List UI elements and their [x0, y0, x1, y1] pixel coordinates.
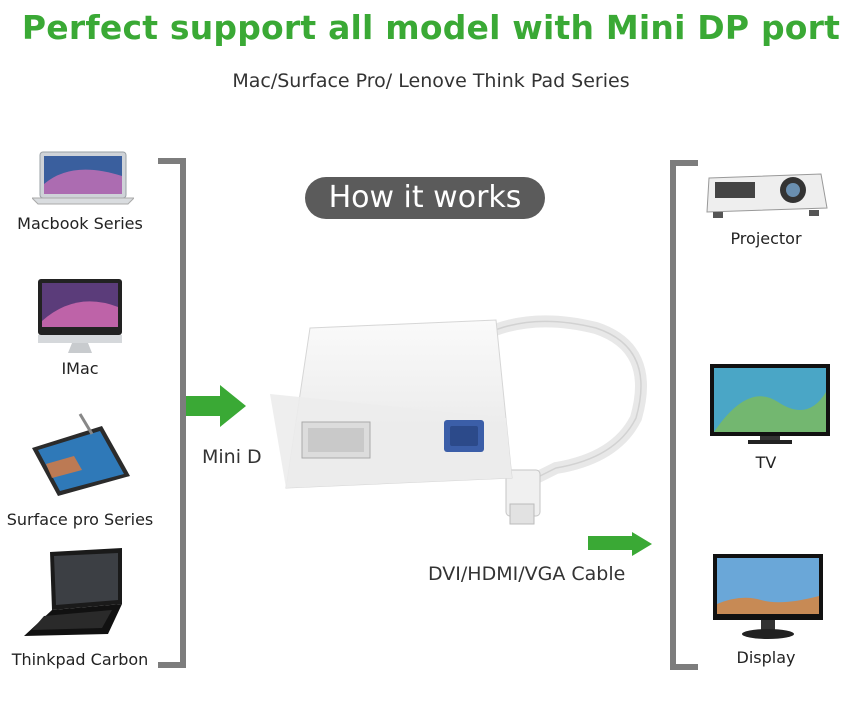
- device-label-thinkpad: Thinkpad Carbon: [11, 650, 149, 669]
- right-bracket: [670, 160, 698, 670]
- device-label-surface: Surface pro Series: [6, 510, 154, 529]
- subheadline: Mac/Surface Pro/ Lenove Think Pad Series: [232, 70, 630, 92]
- cable-label: DVI/HDMI/VGA Cable: [428, 563, 626, 585]
- device-label-macbook: Macbook Series: [17, 214, 143, 233]
- how-it-works-badge: How it works: [305, 177, 545, 219]
- monitor-icon: [713, 554, 823, 639]
- tablet-icon: [32, 413, 130, 496]
- device-label-display: Display: [736, 648, 796, 667]
- projector-icon: [706, 173, 828, 218]
- imac-icon: [38, 279, 122, 353]
- laptop-icon: [32, 151, 134, 205]
- adapter-image: [270, 315, 647, 525]
- input-arrow-icon: [186, 385, 246, 427]
- mini-dp-label: Mini D: [202, 446, 262, 468]
- headline: Perfect support all model with Mini DP p…: [21, 8, 841, 47]
- output-arrow-icon: [588, 532, 652, 556]
- device-label-imac: IMac: [61, 359, 99, 378]
- device-label-projector: Projector: [730, 229, 802, 248]
- tv-icon: [710, 364, 830, 444]
- left-bracket: [158, 158, 186, 668]
- device-label-tv: TV: [755, 453, 777, 472]
- thinkpad-icon: [24, 548, 122, 636]
